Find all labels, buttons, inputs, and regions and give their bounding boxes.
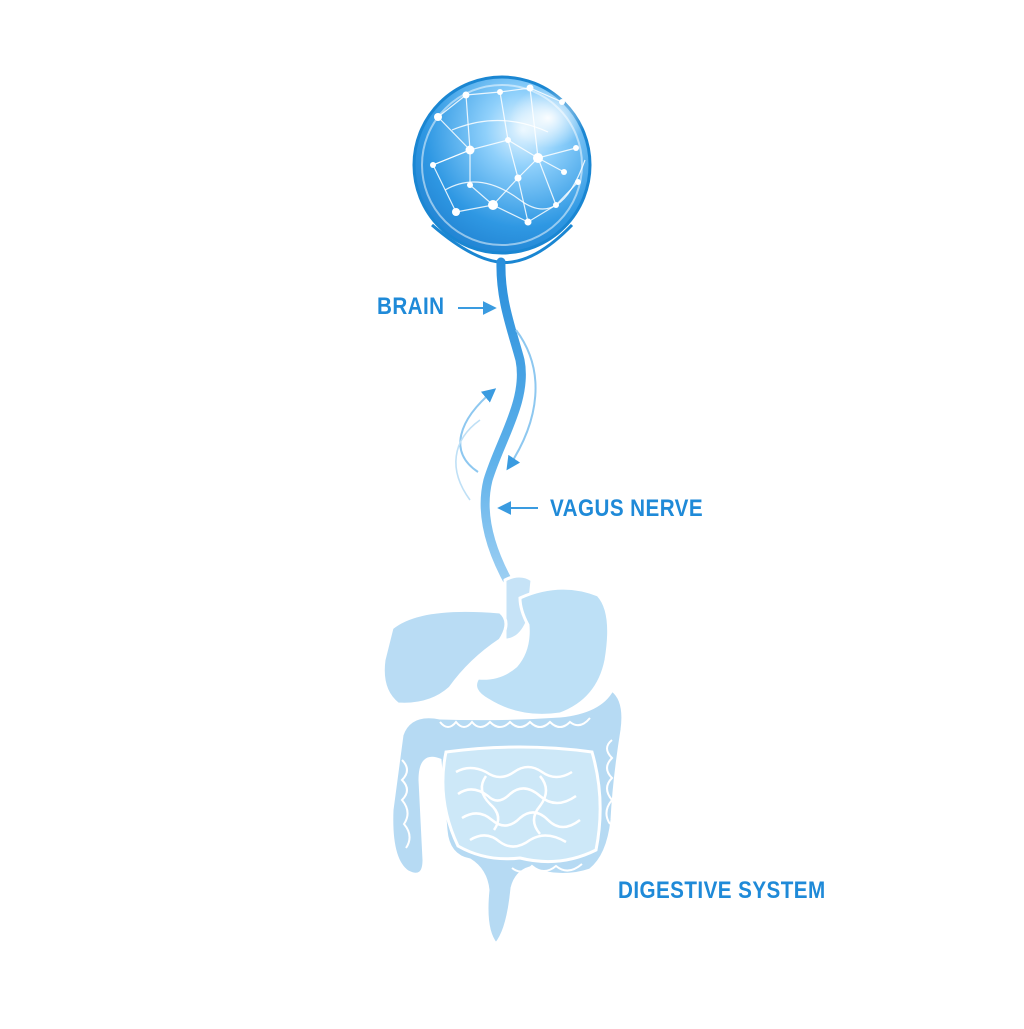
- brain-sphere-icon: [412, 75, 592, 255]
- stomach: [474, 586, 611, 717]
- digestive-system-icon: [381, 574, 625, 947]
- vagus-nerve: [480, 257, 526, 590]
- large-intestine-haustra: [400, 717, 614, 873]
- neural-nodes: [430, 84, 581, 226]
- brain-label: BRAIN: [377, 293, 445, 320]
- neural-network-lines: [432, 87, 586, 223]
- signal-trail: [455, 419, 481, 501]
- ascending-signal-arrow-icon: [459, 388, 497, 473]
- descending-signal-arrow-icon: [506, 329, 537, 471]
- small-intestine-coils: [455, 765, 581, 848]
- digestive-system-label: DIGESTIVE SYSTEM: [618, 877, 826, 904]
- liver: [381, 608, 508, 706]
- vagus-nerve-label: VAGUS NERVE: [550, 495, 704, 522]
- brain-stem-outline: [431, 223, 574, 264]
